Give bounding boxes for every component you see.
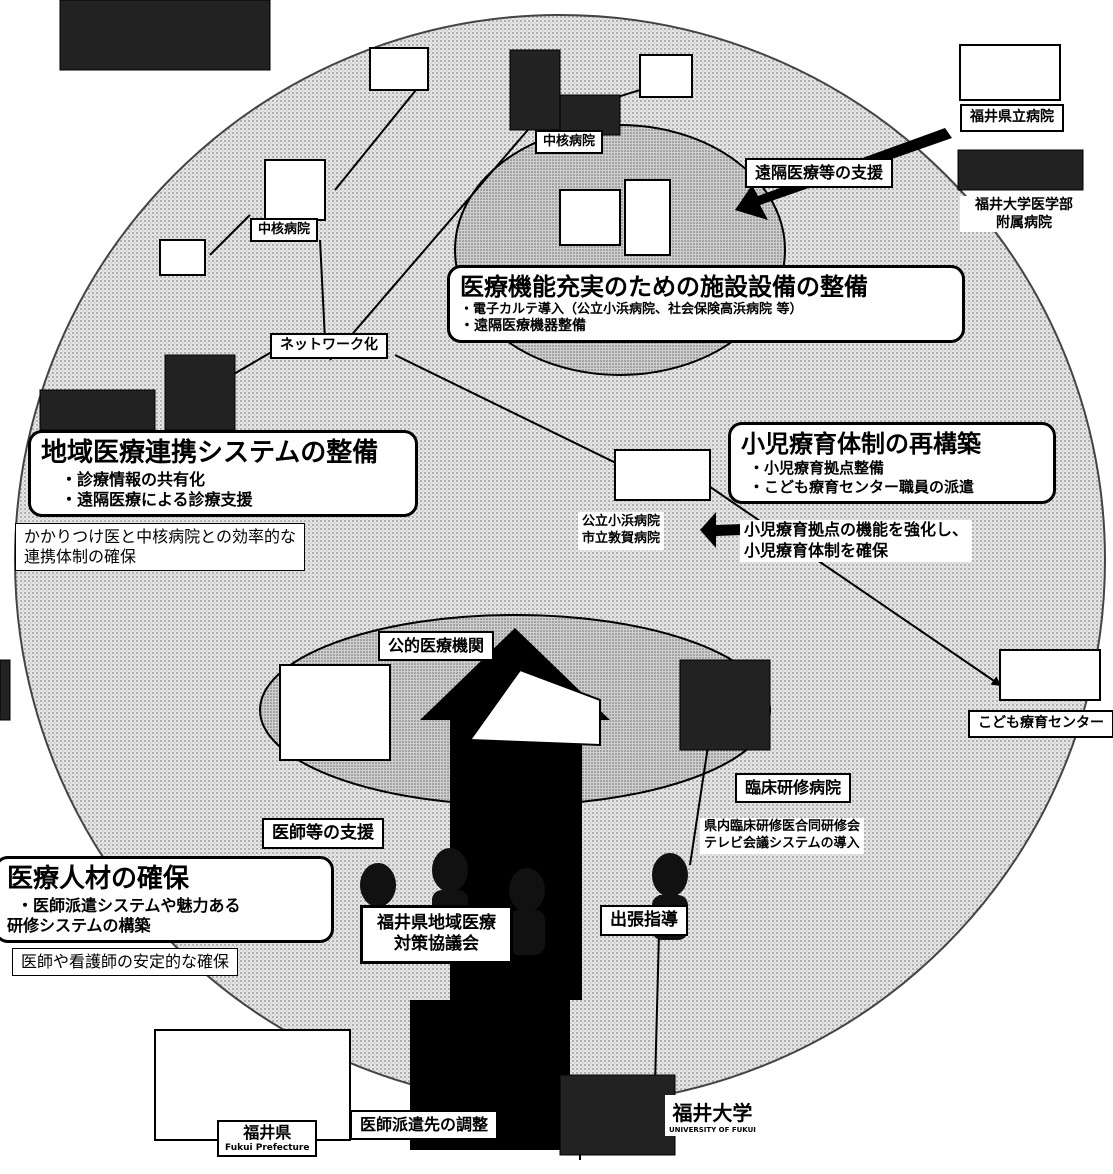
personnel-box-line1: ・医師派遣システムや魅力ある [17, 895, 241, 915]
regional-box: 地域医療連携システムの整備 ・診療情報の共有化 ・遠隔医療による診療支援 [28, 430, 418, 517]
pediatric-note-line2: 小児療育体制を確保 [744, 540, 889, 560]
obama-hospital: 公立小浜病院 [582, 514, 661, 529]
label-clinical-training: 臨床研修病院 [735, 773, 852, 803]
pediatric-box-title: 小児療育体制の再構築 [741, 430, 981, 458]
facility-box-line1: ・電子カルテ導入（公立小浜病院、社会保険高浜病院 等） [460, 302, 803, 317]
pediatric-box-line1: ・小児療育拠点整備 [749, 459, 885, 477]
regional-note: かかりつけ医と中核病院との効率的な 連携体制の確保 [15, 523, 306, 571]
tsuruga-hospital: 市立敦賀病院 [582, 530, 661, 546]
fukui-pref-logo: 福井県 Fukui Prefecture [217, 1120, 318, 1158]
regional-note-line1: かかりつけ医と中核病院との効率的な [24, 527, 297, 546]
label-fukui-univ-hospital: 福井大学医学部 附属病院 [960, 196, 1088, 233]
training-note-line1: 県内臨床研修医合同研修会 [704, 819, 861, 834]
label-obama-tsuruga: 公立小浜病院 市立敦賀病院 [578, 512, 665, 550]
label-council: 福井県地域医療 対策協議会 [360, 905, 513, 964]
fukui-univ-logo-en: UNIVERSITY OF FUKUI [669, 1126, 756, 1134]
fukui-pref-logo-text: 福井県 [243, 1123, 292, 1142]
pediatric-note: 小児療育拠点の機能を強化し、 小児療育体制を確保 [740, 520, 973, 562]
univ-hospital-line2: 附属病院 [996, 215, 1052, 232]
pediatric-note-line1: 小児療育拠点の機能を強化し、 [744, 520, 969, 539]
regional-box-line1: ・診療情報の共有化 [61, 469, 206, 489]
label-kodomo-center: こども療育センター [968, 710, 1113, 738]
pediatric-box-line2: ・こども療育センター職員の派遣 [749, 477, 975, 496]
label-training-note: 県内臨床研修医合同研修会 テレビ会議システムの導入 [700, 818, 865, 854]
facility-box-title: 医療機能充実のための施設設備の整備 [460, 273, 868, 301]
council-line1: 福井県地域医療 [377, 913, 496, 933]
council-line2: 対策協議会 [394, 934, 479, 955]
personnel-note: 医師や看護師の安定的な確保 [12, 948, 239, 976]
training-note-line2: テレビ会議システムの導入 [704, 835, 860, 851]
univ-hospital-line1: 福井大学医学部 [975, 197, 1073, 213]
personnel-box-line2: 研修システムの構築 [7, 915, 151, 935]
pediatric-box: 小児療育体制の再構築 ・小児療育拠点整備 ・こども療育センター職員の派遣 [728, 422, 1056, 504]
label-network: ネットワーク化 [270, 333, 388, 359]
label-dispatch-coordination: 医師派遣先の調整 [350, 1110, 499, 1140]
label-core-hospital-left: 中核病院 [250, 218, 319, 243]
regional-box-title: 地域医療連携システムの整備 [41, 438, 379, 468]
facility-box: 医療機能充実のための施設設備の整備 ・電子カルテ導入（公立小浜病院、社会保険高浜… [447, 265, 965, 343]
label-fukui-pref-hospital: 福井県立病院 [960, 104, 1064, 132]
personnel-box-title: 医療人材の確保 [7, 864, 190, 894]
regional-box-line2: ・遠隔医療による診療支援 [61, 489, 253, 509]
label-field-guidance: 出張指導 [600, 905, 688, 937]
label-public-medical: 公的医療機関 [378, 631, 495, 661]
personnel-box: 医療人材の確保 ・医師派遣システムや魅力ある 研修システムの構築 [0, 856, 334, 943]
label-remote-support: 遠隔医療等の支援 [745, 158, 894, 188]
label-core-hospital-top: 中核病院 [535, 130, 604, 155]
fukui-pref-logo-en: Fukui Prefecture [225, 1143, 310, 1153]
fukui-univ-logo: 福井大学 UNIVERSITY OF FUKUI [665, 1095, 760, 1136]
fukui-univ-logo-text: 福井大学 [672, 1101, 753, 1125]
label-doctor-support: 医師等の支援 [262, 818, 384, 850]
regional-note-line2: 連携体制の確保 [24, 547, 137, 566]
facility-box-line2: ・遠隔医療機器整備 [460, 318, 586, 335]
